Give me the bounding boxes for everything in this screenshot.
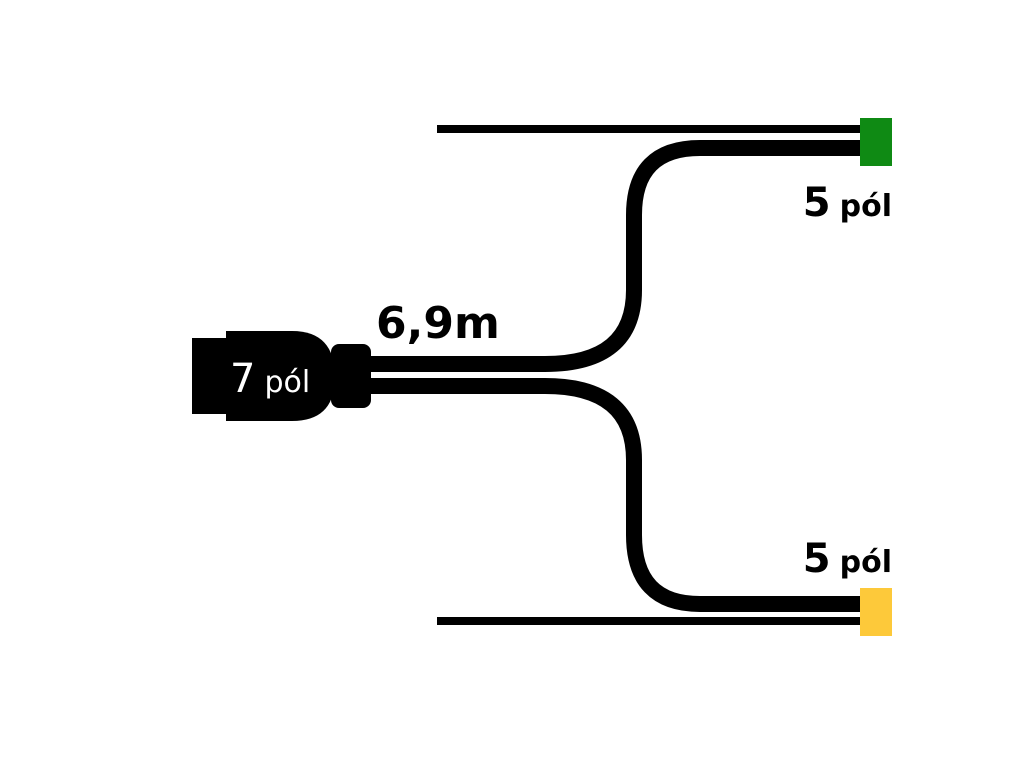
- connector-top-pins: 5: [803, 180, 831, 226]
- cable-branch-bottom: [370, 378, 862, 612]
- connector-top-green: [860, 118, 892, 166]
- main-plug-pins: 7: [230, 356, 255, 402]
- cable-length-label: 6,9m: [376, 298, 500, 349]
- connector-bottom-unit: pól: [840, 545, 892, 580]
- main-plug-7pin: [192, 331, 371, 421]
- main-plug-label: 7 pól: [230, 356, 310, 402]
- connector-top-unit: pól: [840, 189, 892, 224]
- plug-strain-relief: [331, 344, 371, 408]
- cable-branch-top: [370, 140, 862, 372]
- connector-bottom-pins: 5: [803, 536, 831, 582]
- connector-bottom-label: 5 pól: [803, 536, 892, 582]
- connector-top-label: 5 pól: [803, 180, 892, 226]
- plug-back-cap: [192, 338, 232, 414]
- main-plug-unit: pól: [264, 365, 310, 400]
- plug-body: [226, 331, 335, 421]
- connector-bottom-yellow: [860, 588, 892, 636]
